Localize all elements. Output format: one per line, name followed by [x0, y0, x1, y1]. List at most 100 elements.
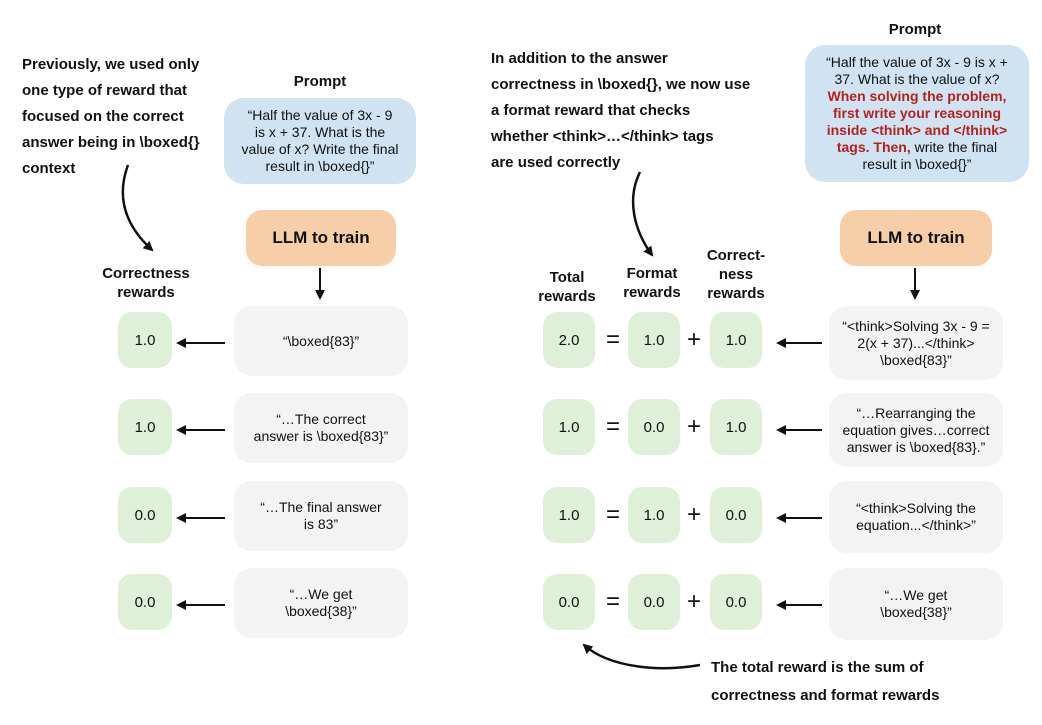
left-rewards-heading-line: rewards — [117, 284, 175, 301]
right-prompt-instruction: first write your reasoning — [832, 105, 1002, 121]
bottom-note-line: The total reward is the sum of — [711, 659, 924, 676]
left-prompt-line: is x + 37. What is the — [254, 124, 386, 140]
plus-sign: + — [686, 413, 701, 440]
left-note: Previously, we used only one type of rew… — [22, 52, 222, 182]
right-note-line: In addition to the answer — [491, 50, 668, 67]
right-response-box: “<think>Solving the equation...</think>” — [829, 481, 1003, 553]
equals-sign: = — [605, 413, 620, 440]
total-rewards-heading-line: Total — [549, 269, 585, 286]
left-response-text: “…We get — [289, 586, 353, 602]
plus-sign: + — [686, 588, 701, 615]
right-response-text: equation gives…correct — [842, 421, 990, 438]
format-reward-box: 1.0 — [628, 487, 680, 543]
left-prompt-line: value of x? Write the final — [241, 141, 399, 157]
bottom-note-line: correctness and format rewards — [711, 687, 940, 704]
left-note-line: focused on the correct — [22, 108, 184, 125]
left-note-line: one type of reward that — [22, 82, 188, 99]
left-response-text: “…The final answer — [260, 499, 382, 515]
left-note-line: answer being in \boxed{} — [22, 130, 222, 156]
right-note-line: whether <think>…</think> tags — [491, 128, 714, 145]
left-response-text: “…The correct — [276, 411, 366, 427]
left-response-box: “…We get \boxed{38}” — [234, 568, 408, 638]
format-rewards-heading: Format rewards — [610, 264, 694, 302]
correctness-rewards-heading-line: rewards — [707, 285, 765, 302]
plus-sign: + — [686, 501, 701, 528]
right-prompt-tail: write the final — [910, 139, 998, 155]
left-llm-box: LLM to train — [246, 210, 396, 266]
total-rewards-heading: Total rewards — [527, 268, 607, 306]
right-response-box: “…We get \boxed{38}” — [829, 568, 1003, 640]
right-response-text: “…Rearranging the — [856, 404, 976, 421]
left-prompt-heading: Prompt — [293, 73, 347, 90]
right-prompt-instruction: When solving the problem, — [827, 88, 1007, 104]
correctness-rewards-heading: Correct- ness rewards — [694, 246, 778, 303]
left-reward-box: 0.0 — [118, 487, 172, 543]
correctness-rewards-heading-line: Correct- — [706, 247, 766, 264]
equals-sign: = — [605, 501, 620, 528]
correctness-reward-box: 1.0 — [710, 312, 762, 368]
right-prompt-instruction: tags. Then, — [836, 139, 911, 155]
total-rewards-heading-line: rewards — [538, 288, 596, 305]
total-reward-box: 2.0 — [543, 312, 595, 368]
total-reward-box: 1.0 — [543, 399, 595, 455]
format-reward-box: 0.0 — [628, 574, 680, 630]
right-response-box: “…Rearranging the equation gives…correct… — [829, 393, 1003, 467]
left-response-box: “…The final answer is 83” — [234, 481, 408, 551]
right-response-text: “…We get — [884, 587, 948, 603]
left-prompt-box: “Half the value of 3x - 9 is x + 37. Wha… — [224, 98, 416, 184]
right-note-line: are used correctly — [491, 154, 621, 171]
right-note-arrow — [631, 171, 654, 257]
equals-sign: = — [605, 588, 620, 615]
left-response-text: “\boxed{83}” — [282, 332, 360, 349]
left-note-arrow — [121, 164, 154, 252]
left-response-text: answer is \boxed{83}” — [253, 428, 389, 444]
left-note-line: Previously, we used only — [22, 56, 200, 73]
format-rewards-heading-line: rewards — [623, 284, 681, 301]
right-response-text: answer is \boxed{83}.” — [846, 438, 986, 455]
left-prompt-line: “Half the value of 3x - 9 — [247, 107, 393, 123]
right-prompt-instruction: inside <think> and </think> — [826, 122, 1008, 138]
correctness-rewards-heading-line: ness — [718, 266, 754, 283]
right-prompt-box: “Half the value of 3x - 9 is x + 37. Wha… — [805, 45, 1029, 182]
format-reward-box: 0.0 — [628, 399, 680, 455]
bottom-note-arrow — [582, 643, 701, 670]
left-rewards-heading: Correctness rewards — [86, 264, 206, 302]
right-note: In addition to the answer correctness in… — [491, 46, 781, 176]
total-reward-box: 0.0 — [543, 574, 595, 630]
right-prompt-line: “Half the value of 3x - 9 is x + — [826, 54, 1008, 70]
left-reward-box: 0.0 — [118, 574, 172, 630]
left-response-text: is 83” — [303, 516, 339, 532]
equals-sign: = — [605, 326, 620, 353]
left-reward-box: 1.0 — [118, 399, 172, 455]
right-response-text: \boxed{38}” — [880, 604, 952, 620]
plus-sign: + — [686, 326, 701, 353]
bottom-note: The total reward is the sum of correctne… — [711, 654, 1011, 710]
right-response-text: \boxed{83}” — [880, 351, 952, 368]
left-response-box: “\boxed{83}” — [234, 306, 408, 376]
correctness-reward-box: 0.0 — [710, 574, 762, 630]
left-rewards-heading-line: Correctness — [102, 265, 190, 282]
right-note-line: a format reward that checks — [491, 102, 691, 119]
right-llm-box: LLM to train — [840, 210, 992, 266]
right-response-text: “<think>Solving 3x - 9 = — [842, 317, 990, 334]
total-reward-box: 1.0 — [543, 487, 595, 543]
format-rewards-heading-line: Format — [626, 265, 678, 282]
right-response-text: “<think>Solving the — [856, 500, 976, 516]
left-response-text: \boxed{38}” — [285, 603, 357, 619]
right-prompt-line: tags. Then, write the final — [826, 139, 1008, 156]
right-response-box: “<think>Solving 3x - 9 = 2(x + 37)...</t… — [829, 306, 1003, 380]
left-prompt-line: result in \boxed{}” — [265, 158, 375, 174]
left-note-text: answer being in \boxed{} — [22, 134, 200, 151]
correctness-reward-box: 1.0 — [710, 399, 762, 455]
right-note-line: correctness in \boxed{}, we now use — [491, 76, 751, 93]
left-note-line: context — [22, 160, 76, 177]
right-prompt-line: result in \boxed{}” — [862, 156, 972, 172]
right-prompt-heading: Prompt — [888, 21, 942, 38]
correctness-reward-box: 0.0 — [710, 487, 762, 543]
format-reward-box: 1.0 — [628, 312, 680, 368]
right-response-text: equation...</think>” — [856, 517, 976, 533]
right-response-text: 2(x + 37)...</think> — [857, 334, 975, 351]
right-prompt-line: 37. What is the value of x? — [834, 71, 1000, 87]
left-reward-box: 1.0 — [118, 312, 172, 368]
